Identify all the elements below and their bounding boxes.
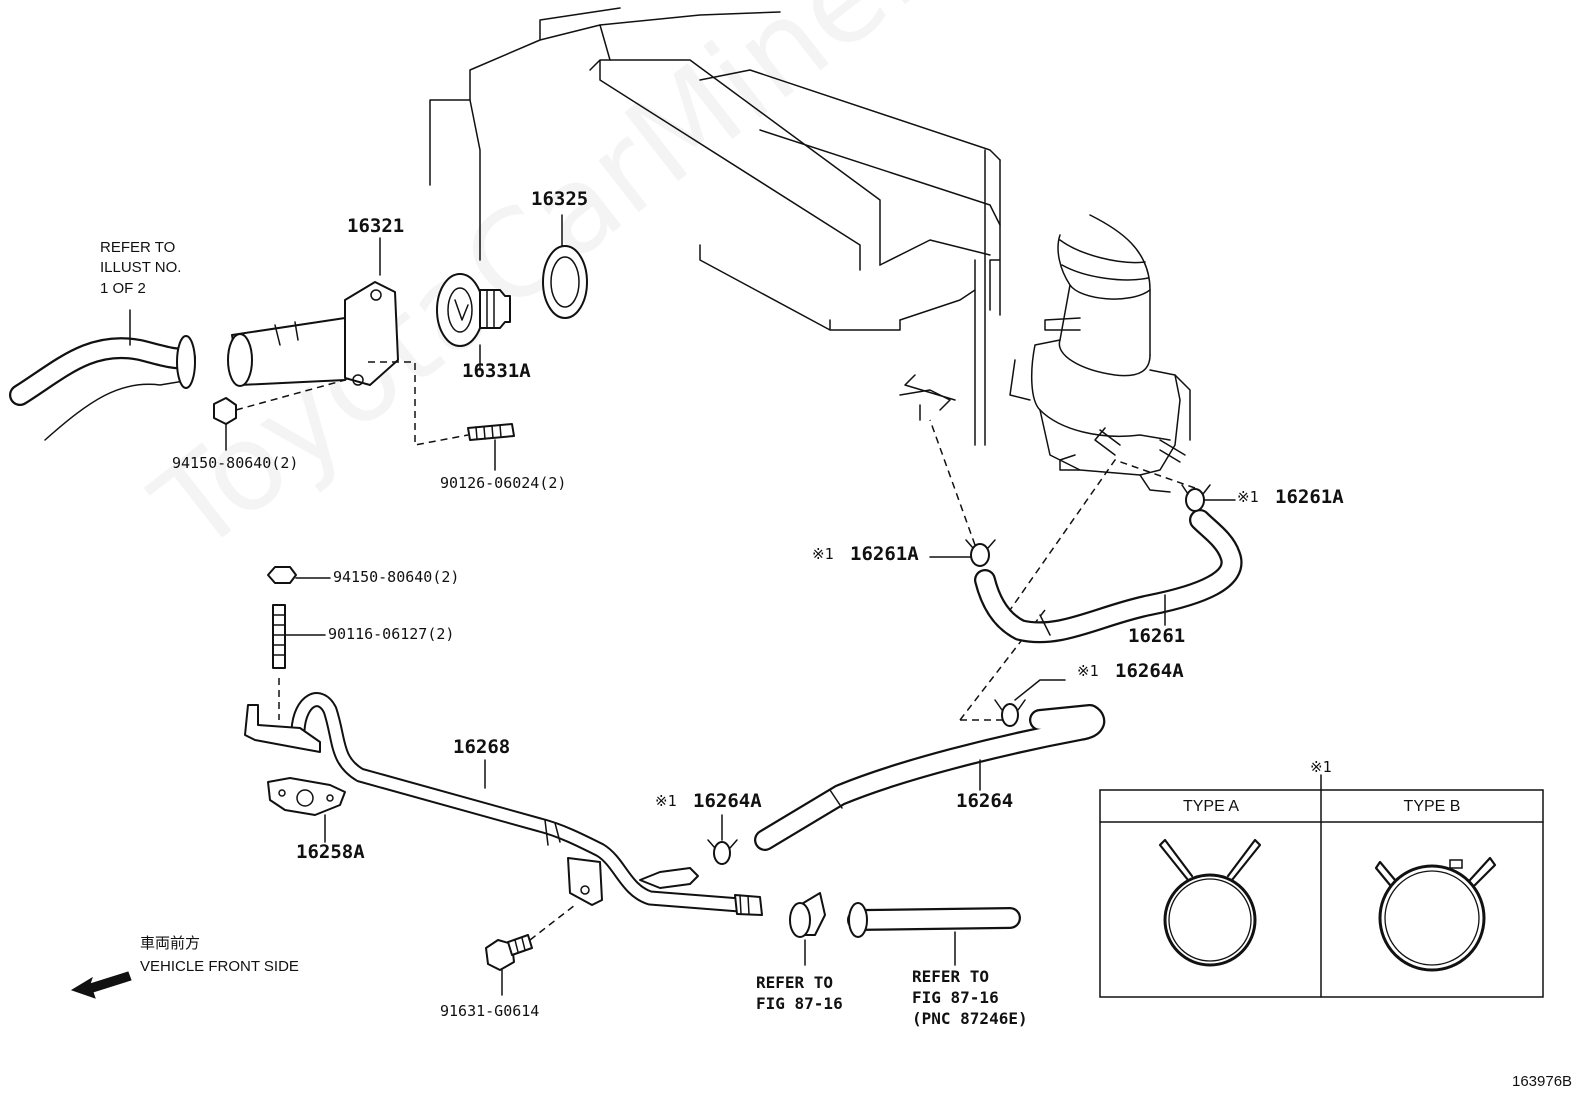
engine-block xyxy=(429,7,1001,446)
bypass-pipe-16268 xyxy=(244,692,763,916)
label-94150-mid: 94150-80640(2) xyxy=(333,568,460,586)
nut-94150-mid xyxy=(267,566,331,584)
gasket-16258a xyxy=(267,777,346,843)
mark-16264a-lower: ※1 xyxy=(655,792,677,810)
label-91631: 91631-G0614 xyxy=(440,1002,540,1020)
label-16261: 16261 xyxy=(1128,625,1186,647)
stud-90126 xyxy=(368,361,515,471)
vehicle-front-arrow xyxy=(70,971,132,999)
label-16261a-left: 16261A xyxy=(850,543,919,565)
hose-16261 xyxy=(974,509,1243,644)
vehicle-front-en: VEHICLE FRONT SIDE xyxy=(140,958,299,975)
label-16321: 16321 xyxy=(347,215,405,237)
label-16258a: 16258A xyxy=(296,841,365,863)
clamp-16261a-right xyxy=(1009,459,1236,611)
label-16325: 16325 xyxy=(531,188,589,210)
gasket-16325 xyxy=(542,214,588,319)
vehicle-front-jp: 車両前方 xyxy=(140,935,201,952)
clamp-type-a-drawing xyxy=(1158,838,1262,967)
clamp-16261a-left xyxy=(929,419,996,567)
refer-fig-left-note: REFER TO FIG 87-16 xyxy=(756,973,843,1013)
clamp-16264a-lower xyxy=(707,814,738,865)
water-inlet-housing-16321 xyxy=(227,237,399,387)
hose-16264 xyxy=(754,704,1106,851)
mark-16261a-left: ※1 xyxy=(812,545,834,563)
refer-fig-right-note: REFER TO FIG 87-16 (PNC 87246E) xyxy=(912,967,1028,1028)
label-90116: 90116-06127(2) xyxy=(328,625,455,643)
clamp-type-a-header: TYPE A xyxy=(1182,798,1240,815)
label-16264: 16264 xyxy=(956,790,1014,812)
diagram-id: 163976B xyxy=(1512,1073,1573,1090)
label-90126: 90126-06024(2) xyxy=(440,474,567,492)
refer-illust-note: REFER TO ILLUST NO. 1 OF 2 xyxy=(100,239,182,297)
label-16331a: 16331A xyxy=(462,360,531,382)
refer-hose-right xyxy=(847,902,1021,966)
mark-16261a-right: ※1 xyxy=(1237,488,1259,506)
nut-94150-top xyxy=(213,379,346,451)
clamp-type-table xyxy=(1099,774,1544,998)
label-94150-top: 94150-80640(2) xyxy=(172,454,299,472)
clamp-type-b-header: TYPE B xyxy=(1403,798,1461,815)
throttle-body xyxy=(1009,214,1191,493)
radiator-hose xyxy=(9,309,196,441)
clamp-type-b-drawing xyxy=(1374,856,1497,972)
bolt-91631 xyxy=(485,904,576,996)
refer-hose-left xyxy=(789,892,826,966)
clamp-table-marker: ※1 xyxy=(1310,758,1332,776)
clamp-16264a-upper xyxy=(959,609,1066,727)
label-16264a-lower: 16264A xyxy=(693,790,762,812)
stud-90116 xyxy=(272,604,326,720)
label-16264a-upper: 16264A xyxy=(1115,660,1184,682)
label-16261a-right: 16261A xyxy=(1275,486,1344,508)
thermostat-16331a xyxy=(436,273,511,371)
mark-16264a-upper: ※1 xyxy=(1077,662,1099,680)
label-16268: 16268 xyxy=(453,736,511,758)
